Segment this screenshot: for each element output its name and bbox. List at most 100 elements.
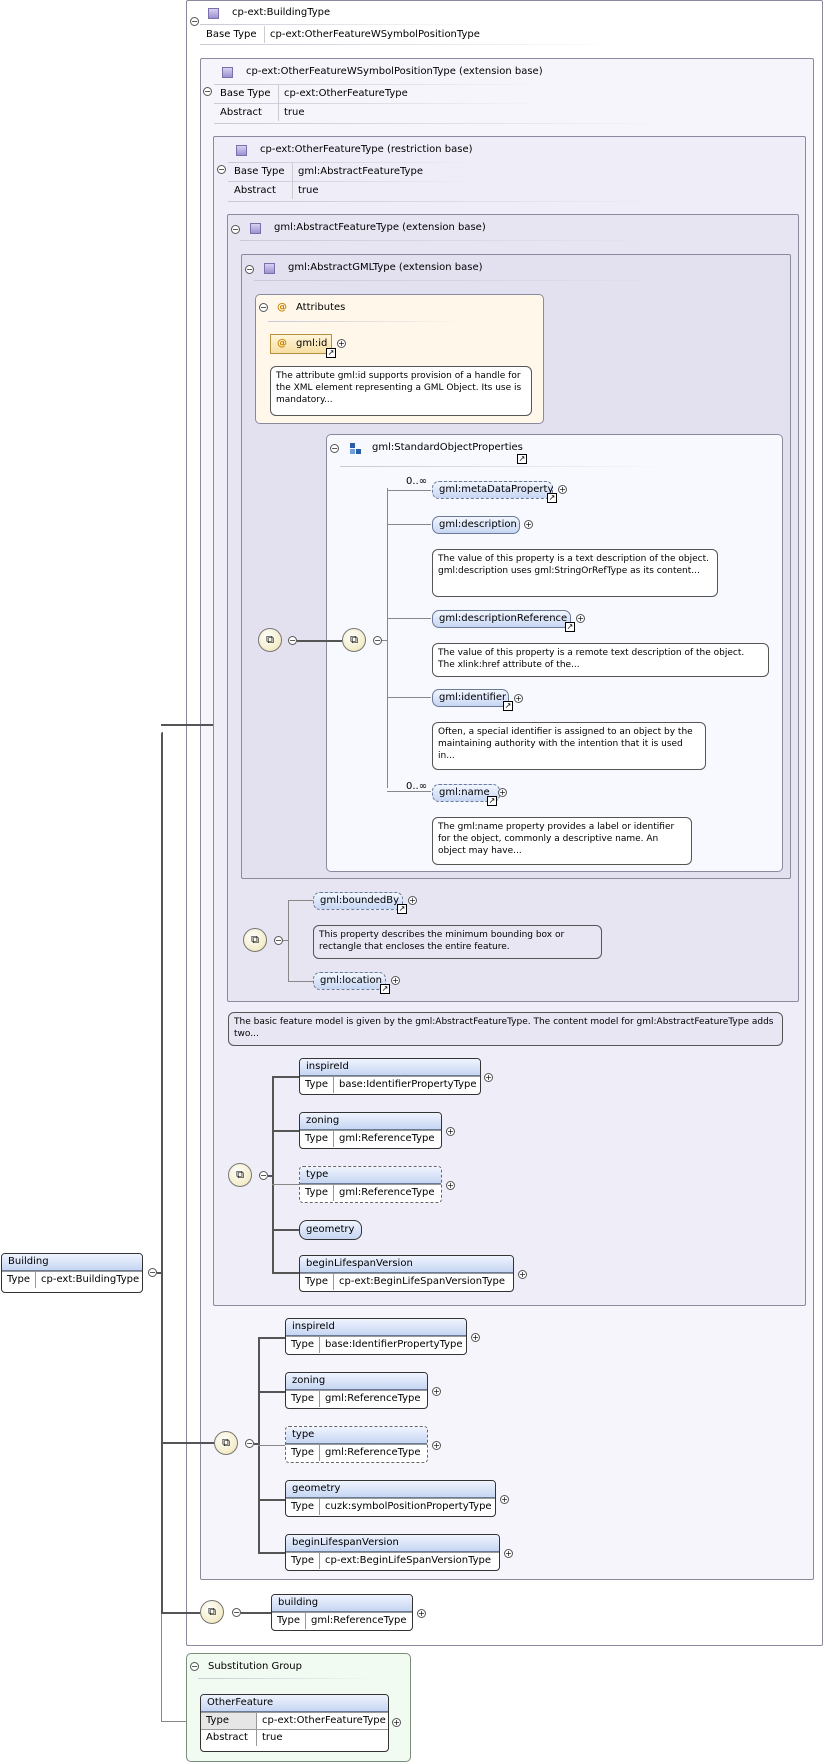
name-doc-note: The gml:name property provides a label o… [432, 817, 692, 865]
expand-icon[interactable]: + [446, 1181, 455, 1190]
expand-icon[interactable]: + [524, 520, 533, 529]
element-name: building [272, 1595, 412, 1612]
element-name: type [286, 1427, 427, 1444]
expand-icon[interactable]: + [417, 1609, 426, 1618]
sequence-compositor-icon[interactable]: ⧉ [243, 928, 267, 952]
expand-icon[interactable]: + [576, 614, 585, 623]
expand-icon[interactable]: + [500, 1495, 509, 1504]
sequence-compositor-icon[interactable]: ⧉ [214, 1431, 238, 1455]
collapse-sequence-icon[interactable]: − [232, 1608, 241, 1617]
collapse-sequence-icon[interactable]: − [245, 1439, 254, 1448]
collapse-attributes-icon[interactable]: − [259, 303, 268, 312]
element-gml-descriptionreference[interactable]: gml:descriptionReference [432, 610, 571, 628]
element-name: Building [2, 1254, 142, 1271]
at-icon: @ [277, 338, 287, 349]
expand-icon[interactable]: + [484, 1073, 493, 1082]
expand-icon[interactable]: + [392, 1718, 401, 1727]
element-gml-description[interactable]: gml:description [432, 516, 520, 534]
expand-icon[interactable]: + [471, 1333, 480, 1342]
expand-icon[interactable]: + [446, 1127, 455, 1136]
expand-icon[interactable]: + [432, 1441, 441, 1450]
reference-arrow-icon[interactable]: ↗ [565, 622, 575, 632]
sequence-compositor-icon[interactable]: ⧉ [228, 1163, 252, 1187]
type-value: gml:ReferenceType [311, 1615, 407, 1626]
element-gml-identifier[interactable]: gml:identifier [432, 689, 509, 707]
connector-line [161, 1442, 214, 1444]
collapse-substitution-icon[interactable]: − [190, 1662, 199, 1671]
element-name: beginLifespanVersion [300, 1256, 513, 1273]
sequence-compositor-icon[interactable]: ⧉ [342, 628, 366, 652]
reference-arrow-icon[interactable]: ↗ [517, 454, 527, 464]
reference-arrow-icon[interactable]: ↗ [547, 493, 557, 503]
reference-arrow-icon[interactable]: ↗ [326, 348, 336, 358]
element-geometry[interactable]: geometry [299, 1220, 362, 1240]
expand-icon[interactable]: + [518, 1270, 527, 1279]
collapse-sequence-icon[interactable]: − [288, 636, 297, 645]
feature-doc-note: The basic feature model is given by the … [228, 1012, 783, 1046]
type-value: gml:ReferenceType [325, 1447, 421, 1458]
divider [214, 103, 544, 104]
reference-arrow-icon[interactable]: ↗ [380, 984, 390, 994]
expand-icon[interactable]: + [504, 1549, 513, 1558]
expand-icon[interactable]: + [558, 485, 567, 494]
connector-line [258, 1552, 285, 1554]
divider [264, 26, 265, 43]
description-reference-doc-note: The value of this property is a remote t… [432, 643, 769, 677]
expand-icon[interactable]: + [514, 694, 523, 703]
expand-icon[interactable]: + [337, 339, 346, 348]
connector-line [161, 732, 163, 1614]
type-value: gml:ReferenceType [339, 1133, 435, 1144]
element-gml-location[interactable]: gml:location [313, 972, 386, 990]
collapse-building-icon[interactable]: − [148, 1268, 157, 1277]
reference-arrow-icon[interactable]: ↗ [487, 796, 497, 806]
level2-base-type-key: Base Type [234, 166, 285, 177]
element-gml-metadataproperty[interactable]: gml:metaDataProperty [432, 481, 553, 499]
connector-line [288, 981, 313, 982]
type-value: gml:ReferenceType [339, 1187, 435, 1198]
connector-line [258, 1391, 285, 1393]
element-gml-boundedby[interactable]: gml:boundedBy [313, 892, 403, 910]
collapse-level3-icon[interactable]: − [231, 225, 240, 234]
type-value: cp-ext:BuildingType [41, 1274, 140, 1285]
element-name: zoning [286, 1373, 427, 1390]
expand-icon[interactable]: + [498, 788, 507, 797]
root-type-name: cp-ext:BuildingType [232, 7, 331, 18]
group-name: gml:StandardObjectProperties [372, 442, 523, 453]
divider [200, 44, 620, 45]
expand-icon[interactable]: + [391, 976, 400, 985]
expand-icon[interactable]: + [408, 896, 417, 905]
collapse-sequence-icon[interactable]: − [259, 1171, 268, 1180]
connector-line [297, 640, 342, 642]
collapse-group-icon[interactable]: − [330, 444, 339, 453]
attribute-gml-id[interactable] [270, 334, 332, 354]
type-value: base:IdentifierPropertyType [325, 1339, 463, 1350]
connector-line [272, 1229, 299, 1231]
collapse-root-type-icon[interactable]: − [190, 17, 199, 26]
connector-line [161, 1721, 200, 1722]
collapse-level4-icon[interactable]: − [245, 265, 254, 274]
collapse-level1-icon[interactable]: − [203, 87, 212, 96]
reference-arrow-icon[interactable]: ↗ [503, 701, 513, 711]
collapse-sequence-icon[interactable]: − [373, 636, 382, 645]
collapse-sequence-icon[interactable]: − [274, 936, 283, 945]
collapse-level2-icon[interactable]: − [217, 165, 226, 174]
reference-arrow-icon[interactable]: ↗ [397, 904, 407, 914]
sequence-compositor-icon[interactable]: ⧉ [200, 1600, 224, 1624]
connector-line [268, 1175, 273, 1177]
sequence-compositor-icon[interactable]: ⧉ [258, 628, 282, 652]
level1-type-name: cp-ext:OtherFeatureWSymbolPositionType (… [246, 66, 543, 77]
expand-icon[interactable]: + [432, 1387, 441, 1396]
